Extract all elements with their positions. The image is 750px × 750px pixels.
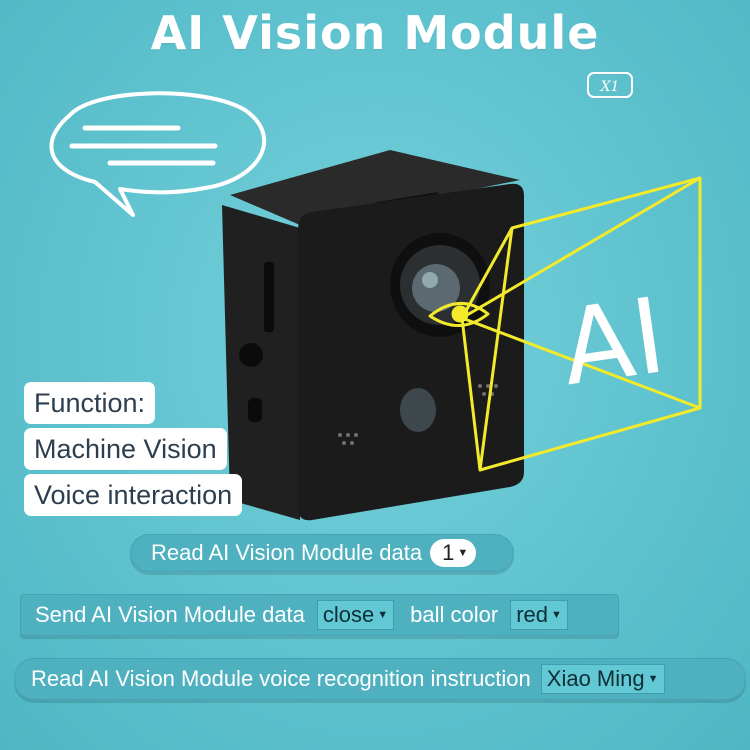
- speech-bubble-icon: [49, 91, 267, 217]
- send-mode-value: close: [322, 602, 375, 627]
- read-data-index-dropdown[interactable]: 1 ▼: [430, 539, 477, 567]
- ai-overlay-text: AI: [554, 274, 672, 409]
- model-badge: X1: [587, 72, 633, 98]
- function-label-heading: Function:: [24, 382, 156, 424]
- chevron-down-icon: ▼: [457, 547, 469, 559]
- chevron-down-icon: ▼: [377, 609, 389, 621]
- ball-color-value: red: [516, 602, 548, 627]
- ai-projection: [428, 176, 702, 472]
- voice-recognition-block[interactable]: Read AI Vision Module voice recognition …: [14, 658, 746, 700]
- read-data-index-value: 1: [442, 540, 455, 565]
- send-mode-dropdown[interactable]: close ▼: [316, 600, 395, 630]
- chevron-down-icon: ▼: [551, 609, 562, 621]
- ball-color-label: ball color: [410, 602, 499, 627]
- function-label-voice-interaction: Voice interaction: [24, 474, 243, 516]
- voice-recognition-label: Read AI Vision Module voice recognition …: [31, 666, 531, 691]
- chevron-down-icon: ▼: [647, 673, 659, 685]
- voice-instruction-value: Xiao Ming: [546, 666, 645, 691]
- ball-color-dropdown[interactable]: red ▼: [510, 600, 568, 630]
- function-label-machine-vision: Machine Vision: [24, 428, 227, 470]
- send-ai-vision-data-block[interactable]: Send AI Vision Module data close ▼ ball …: [20, 594, 619, 636]
- voice-instruction-dropdown[interactable]: Xiao Ming ▼: [540, 664, 665, 694]
- vision-module-device: [222, 150, 524, 521]
- send-data-label: Send AI Vision Module data: [35, 602, 305, 627]
- page-title: AI Vision Module: [150, 6, 600, 60]
- read-data-label: Read AI Vision Module data: [151, 540, 423, 565]
- read-ai-vision-data-block[interactable]: Read AI Vision Module data 1 ▼: [130, 534, 514, 572]
